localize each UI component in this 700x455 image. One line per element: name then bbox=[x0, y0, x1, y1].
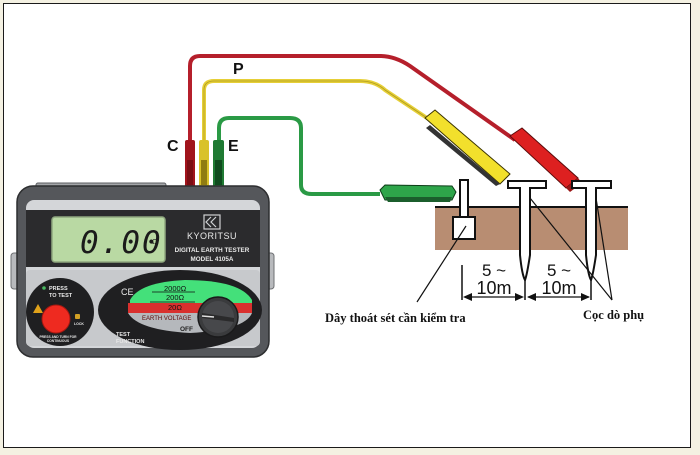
stake-p bbox=[507, 180, 547, 283]
status-led-icon bbox=[42, 286, 46, 290]
lead-e-clip bbox=[379, 184, 457, 202]
ce-mark: CE bbox=[121, 287, 134, 297]
distance-1-line2: 10m bbox=[476, 278, 511, 298]
label-device-under-test: Dây thoát sét cần kiểm tra bbox=[325, 311, 466, 325]
lead-e-wire bbox=[217, 116, 380, 196]
pointer-electrode bbox=[416, 225, 467, 303]
stake-c bbox=[571, 180, 612, 283]
plug-c bbox=[185, 140, 195, 187]
terminal-label-p: P bbox=[233, 61, 244, 78]
product-name: DIGITAL EARTH TESTER bbox=[175, 247, 250, 254]
terminal-label-c: C bbox=[167, 138, 179, 155]
warning-icon bbox=[33, 304, 43, 313]
lcd-unit: Ω bbox=[152, 239, 157, 246]
kyoritsu-logo-icon bbox=[203, 214, 221, 230]
range-20-ohm: 20Ω bbox=[168, 303, 182, 312]
off-label: OFF bbox=[180, 326, 193, 333]
pointer-stake-c bbox=[595, 197, 613, 301]
earth-voltage-label: EARTH VOLTAGE bbox=[142, 316, 191, 322]
press-to-test-line1: PRESS bbox=[49, 286, 68, 292]
distance-1-line1: 5 ~ bbox=[482, 261, 506, 280]
continuous-label-line2: CONTINUOUS bbox=[47, 339, 70, 343]
pointer-stake-p bbox=[529, 197, 613, 301]
press-to-test-button[interactable] bbox=[41, 304, 71, 334]
distance-marker-1 bbox=[461, 265, 526, 301]
lock-label: LOCK bbox=[74, 322, 84, 326]
lcd-display bbox=[51, 216, 166, 263]
rotary-function-switch[interactable] bbox=[197, 296, 239, 338]
range-2000-ohm: 2000Ω bbox=[164, 284, 187, 293]
continuous-label-line1: PRESS AND TURN FOR bbox=[39, 335, 77, 339]
distance-marker-2 bbox=[527, 280, 592, 301]
label-auxiliary-stakes: Cọc dò phụ bbox=[583, 308, 644, 322]
terminal-label-e: E bbox=[228, 138, 239, 155]
test-function-label-line1: TEST bbox=[116, 332, 131, 338]
lock-icon bbox=[75, 314, 80, 319]
model-name: MODEL 4105A bbox=[191, 256, 234, 263]
distance-2-line2: 10m bbox=[541, 278, 576, 298]
press-to-test-line2: TO TEST bbox=[49, 293, 73, 299]
lead-c-wire bbox=[188, 54, 517, 148]
range-200-ohm: 200Ω bbox=[166, 293, 185, 302]
lead-p-clip bbox=[424, 109, 511, 186]
distance-2-line1: 5 ~ bbox=[547, 261, 571, 280]
test-function-label-line2: FUNCTION bbox=[116, 339, 144, 345]
brand-name: KYORITSU bbox=[187, 231, 237, 241]
lcd-reading: 0.00 bbox=[80, 225, 163, 261]
plug-e bbox=[213, 140, 224, 187]
plug-p bbox=[199, 140, 209, 187]
